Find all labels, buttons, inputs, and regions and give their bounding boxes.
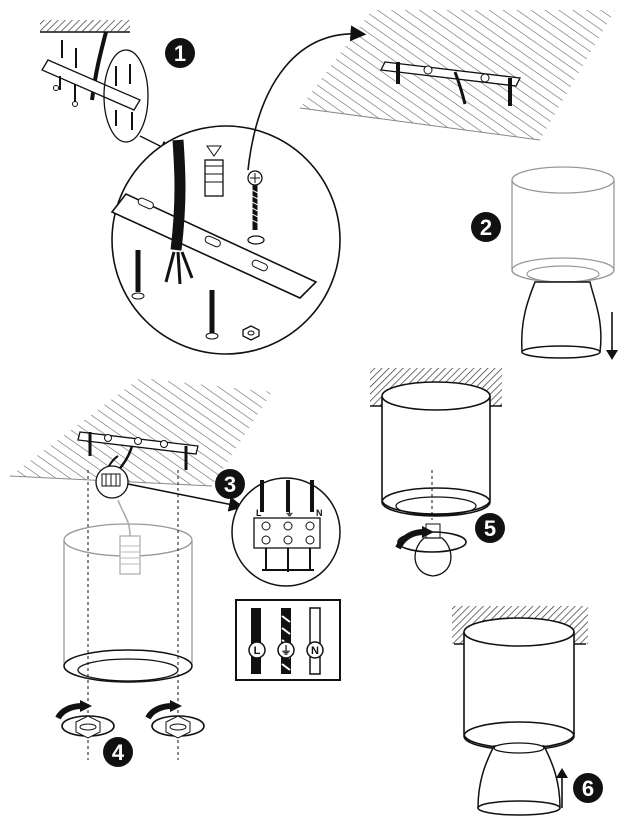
rotate-arrow-icon xyxy=(395,526,467,553)
step-5-panel: 5 xyxy=(370,368,505,577)
step-1-panel: 1 xyxy=(40,20,195,153)
screw-left xyxy=(131,250,145,300)
curved-arrow xyxy=(247,25,367,171)
svg-text:1: 1 xyxy=(174,41,186,66)
svg-text:4: 4 xyxy=(112,740,125,765)
terminal-label-L: L xyxy=(256,508,262,518)
step-2-panel: 2 xyxy=(471,166,618,360)
rotate-arrow-icon xyxy=(55,700,115,739)
screw-bottom xyxy=(205,290,219,340)
zoom-detail-circle xyxy=(110,125,341,355)
svg-text:3: 3 xyxy=(224,472,236,497)
terminal-label-N: N xyxy=(316,508,323,518)
step-1-result xyxy=(247,10,615,171)
step-3-badge: 3 xyxy=(215,469,245,499)
wire-label-N: N xyxy=(311,645,319,657)
step-4-badge: 4 xyxy=(103,737,133,767)
step-1-badge: 1 xyxy=(165,38,195,68)
svg-text:5: 5 xyxy=(484,516,496,541)
step-3-4-panel: 4 xyxy=(9,378,272,767)
step-5-badge: 5 xyxy=(475,513,505,543)
wall-plug xyxy=(204,145,224,197)
step-2-badge: 2 xyxy=(471,212,501,242)
arrow-down-icon xyxy=(606,312,618,360)
arrow-up-icon xyxy=(556,768,568,808)
svg-text:2: 2 xyxy=(480,215,492,240)
wire-label-L: L xyxy=(254,645,261,657)
svg-text:6: 6 xyxy=(582,776,594,801)
wire-label-earth: ⏚ xyxy=(281,644,292,657)
terminal-label-earth: ⏚ xyxy=(285,508,294,518)
terminal-block-detail: L ⏚ N 3 xyxy=(215,469,341,587)
wiring-legend: L ⏚ N xyxy=(235,599,341,681)
step-6-panel: 6 xyxy=(452,606,603,816)
nut xyxy=(242,325,260,341)
screw xyxy=(247,170,265,245)
rotate-arrow-icon xyxy=(145,700,205,739)
zoom-ellipse xyxy=(103,49,149,143)
step-6-badge: 6 xyxy=(573,773,603,803)
